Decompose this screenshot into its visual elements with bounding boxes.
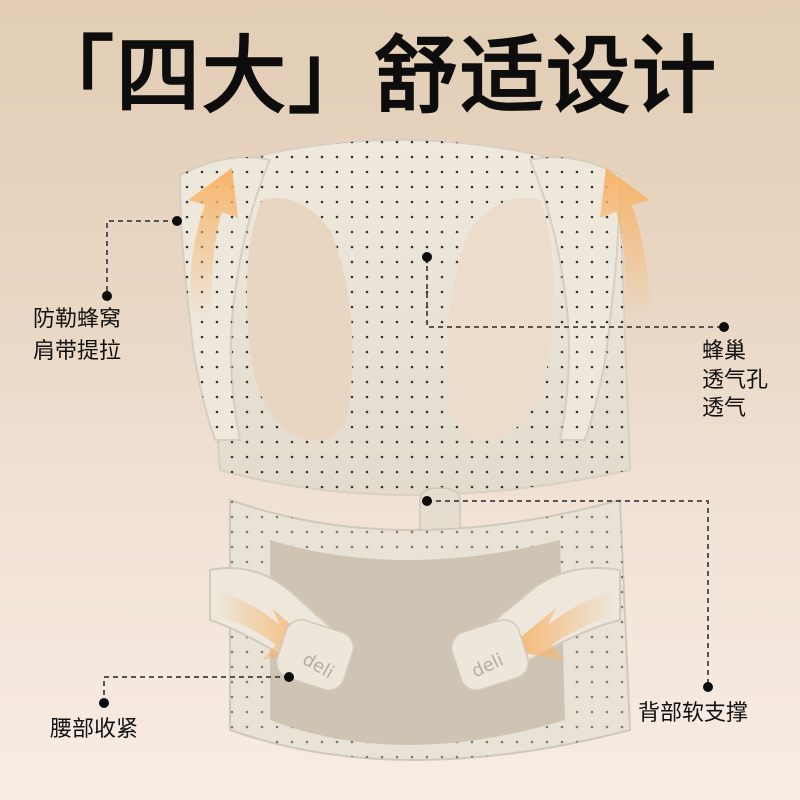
right-buckle [450, 619, 530, 691]
leader-lines [103, 220, 722, 702]
arrow-left-icon [505, 590, 615, 660]
arrow-up-left-icon [188, 168, 238, 320]
left-buckle [275, 619, 355, 691]
feature-shoulder-strap: 防勒蜂窝 肩带提拉 [33, 307, 122, 364]
vest-back-panel [198, 139, 632, 496]
feature-waist: 腰部收紧 [50, 717, 139, 742]
right-shoulder-strap [528, 156, 650, 441]
page-title: 「四大」舒适设计 [30, 27, 719, 125]
leader-dots [99, 216, 729, 708]
arrow-up-right-icon [600, 168, 650, 320]
feature-back-support: 背部软支撑 [638, 701, 749, 726]
left-shoulder-strap [178, 156, 272, 441]
waistband: deli deli [209, 498, 632, 761]
feature-honeycomb: 蜂巢 透气孔 透气 [702, 339, 769, 422]
